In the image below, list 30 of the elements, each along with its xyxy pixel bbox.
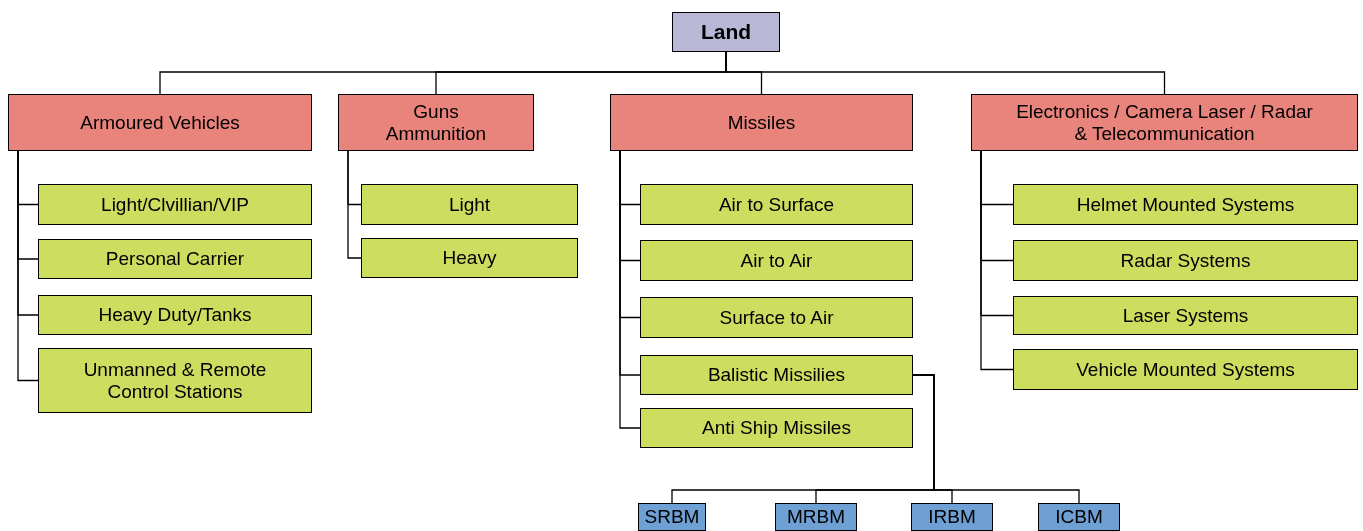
item-box: Air to Air	[640, 240, 913, 281]
connector-line	[912, 374, 1080, 504]
category-box: Armoured Vehicles	[8, 94, 312, 151]
category-box: Electronics / Camera Laser / Radar & Telecommunication	[971, 94, 1358, 151]
item-box: Vehicle Mounted Systems	[1013, 349, 1358, 390]
sub-item-box: IRBM	[911, 503, 993, 531]
item-box: Heavy	[361, 238, 578, 278]
connector-line	[725, 51, 1166, 95]
item-box: Laser Systems	[1013, 296, 1358, 335]
item-box: Heavy Duty/Tanks	[38, 295, 312, 335]
item-box: Light	[361, 184, 578, 225]
category-box: Missiles	[610, 94, 913, 151]
item-box: Balistic Missilies	[640, 355, 913, 395]
connector-line	[347, 150, 362, 259]
item-box: Personal Carrier	[38, 239, 312, 279]
sub-item-box: SRBM	[638, 503, 706, 531]
sub-item-box: MRBM	[775, 503, 857, 531]
item-box: Helmet Mounted Systems	[1013, 184, 1358, 225]
root-box: Land	[672, 12, 780, 52]
category-box: Guns Ammunition	[338, 94, 534, 151]
sub-item-box: ICBM	[1038, 503, 1120, 531]
item-box: Radar Systems	[1013, 240, 1358, 281]
item-box: Unmanned & Remote Control Stations	[38, 348, 312, 413]
item-box: Surface to Air	[640, 297, 913, 338]
connector-line	[619, 150, 641, 429]
connector-line	[980, 150, 1014, 371]
item-box: Anti Ship Missiles	[640, 408, 913, 448]
connector-line	[17, 150, 39, 382]
item-box: Light/Clvillian/VIP	[38, 184, 312, 225]
item-box: Air to Surface	[640, 184, 913, 225]
